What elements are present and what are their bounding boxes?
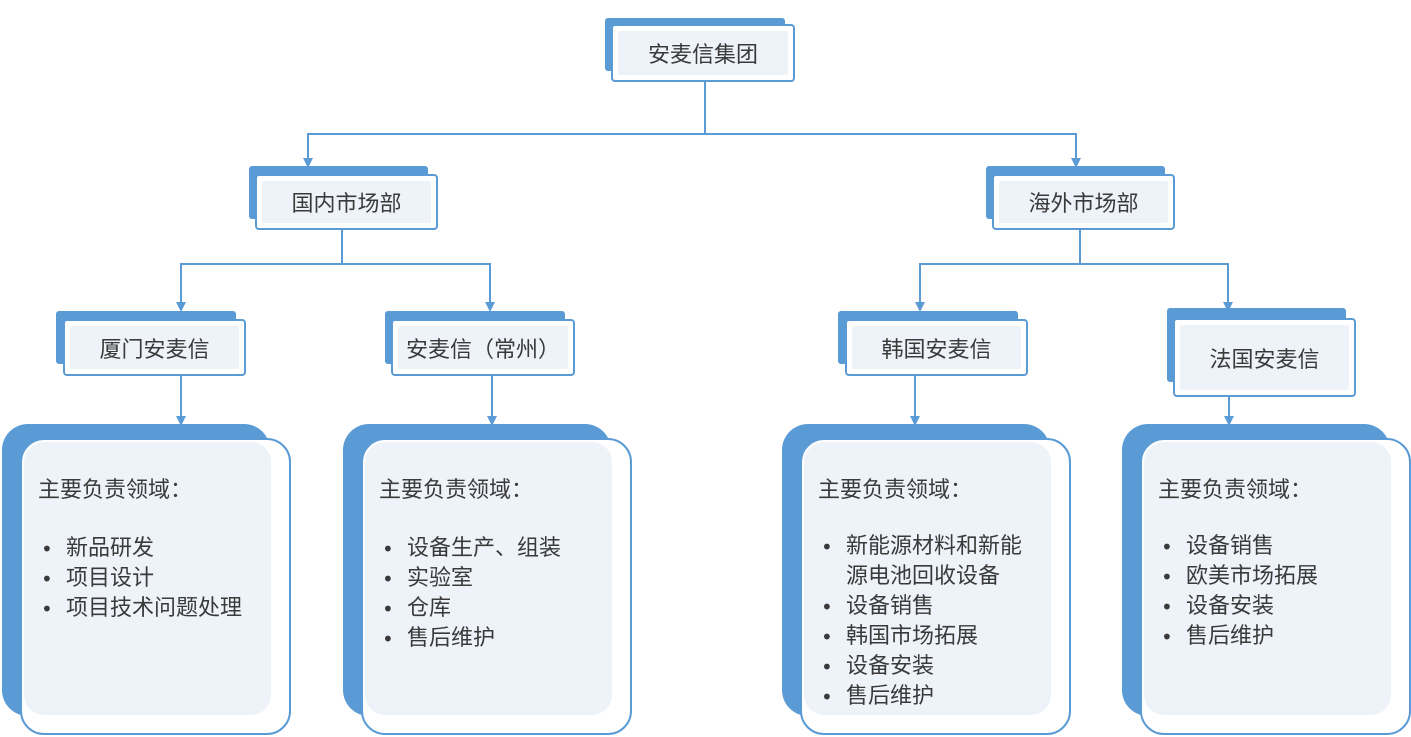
list-item: •售后维护 — [379, 624, 612, 654]
list-item: •设备安装 — [818, 652, 1051, 682]
france-card-heading: 主要负责领域： — [1158, 478, 1313, 503]
list-item: •实验室 — [379, 564, 612, 594]
bullet-icon: • — [821, 595, 833, 619]
bullet-icon: • — [41, 597, 53, 621]
xiamen-card: 主要负责领域： •新品研发 •项目设计 •项目技术问题处理 — [2, 424, 291, 737]
list-item: •项目设计 — [38, 564, 271, 594]
korea-card: 主要负责领域： •新能源材料和新能源电池回收设备 •设备销售 •韩国市场拓展 •… — [782, 424, 1071, 737]
korea-node: 韩国安麦信 — [838, 311, 1028, 376]
bullet-icon: • — [1161, 535, 1173, 559]
list-item: •仓库 — [379, 594, 612, 624]
root-node: 安麦信集团 — [605, 18, 795, 82]
list-item: •项目技术问题处理 — [38, 594, 271, 624]
bullet-icon: • — [382, 567, 394, 591]
bullet-icon: • — [382, 537, 394, 561]
bullet-icon: • — [821, 655, 833, 679]
bullet-icon: • — [1161, 595, 1173, 619]
list-item: •新品研发 — [38, 534, 271, 564]
connector-root-to-domestic — [303, 80, 706, 168]
france-responsibility-list: •设备销售 •欧美市场拓展 •设备安装 •售后维护 — [1158, 532, 1391, 652]
france-title: 法国安麦信 — [1180, 325, 1349, 390]
bullet-icon: • — [1161, 625, 1173, 649]
connector-domestic-to-changzhou — [342, 263, 495, 312]
france-card: 主要负责领域： •设备销售 •欧美市场拓展 •设备安装 •售后维护 — [1122, 424, 1411, 737]
xiamen-responsibility-list: •新品研发 •项目设计 •项目技术问题处理 — [38, 534, 271, 624]
domestic-market-node: 国内市场部 — [249, 166, 438, 230]
overseas-market-node: 海外市场部 — [986, 166, 1175, 230]
korea-responsibility-list: •新能源材料和新能源电池回收设备 •设备销售 •韩国市场拓展 •设备安装 •售后… — [818, 532, 1051, 712]
france-node: 法国安麦信 — [1167, 308, 1356, 397]
changzhou-responsibility-list: •设备生产、组装 •实验室 •仓库 •售后维护 — [379, 534, 612, 654]
bullet-icon: • — [821, 535, 833, 559]
list-item: •售后维护 — [818, 682, 1051, 712]
bullet-icon: • — [382, 627, 394, 651]
list-item: •欧美市场拓展 — [1158, 562, 1391, 592]
list-item: •设备生产、组装 — [379, 534, 612, 564]
xiamen-card-heading: 主要负责领域： — [38, 478, 193, 503]
list-item: •售后维护 — [1158, 622, 1391, 652]
connector-overseas-to-korea — [915, 229, 1081, 312]
changzhou-node: 安麦信（常州） — [385, 311, 575, 376]
list-item: •设备安装 — [1158, 592, 1391, 622]
xiamen-node: 厦门安麦信 — [56, 311, 246, 376]
changzhou-card: 主要负责领域： •设备生产、组装 •实验室 •仓库 •售后维护 — [343, 424, 632, 737]
bullet-icon: • — [821, 685, 833, 709]
connector-root-to-overseas — [705, 133, 1081, 168]
list-item: •设备销售 — [1158, 532, 1391, 562]
bullet-icon: • — [41, 537, 53, 561]
xiamen-title: 厦门安麦信 — [70, 326, 239, 369]
bullet-icon: • — [382, 597, 394, 621]
connector-overseas-to-france — [1080, 263, 1233, 312]
bullet-icon: • — [821, 625, 833, 649]
overseas-market-title: 海外市场部 — [999, 181, 1168, 223]
changzhou-card-heading: 主要负责领域： — [379, 478, 534, 503]
connector-domestic-to-xiamen — [176, 229, 343, 312]
bullet-icon: • — [41, 567, 53, 591]
changzhou-title: 安麦信（常州） — [398, 326, 568, 369]
bullet-icon: • — [1161, 565, 1173, 589]
list-item: •新能源材料和新能源电池回收设备 — [821, 534, 1023, 589]
domestic-market-title: 国内市场部 — [262, 181, 431, 223]
korea-title: 韩国安麦信 — [852, 326, 1021, 369]
root-title: 安麦信集团 — [618, 31, 788, 75]
list-item: •韩国市场拓展 — [818, 622, 1051, 652]
korea-card-heading: 主要负责领域： — [818, 478, 973, 503]
list-item: •设备销售 — [818, 592, 1051, 622]
